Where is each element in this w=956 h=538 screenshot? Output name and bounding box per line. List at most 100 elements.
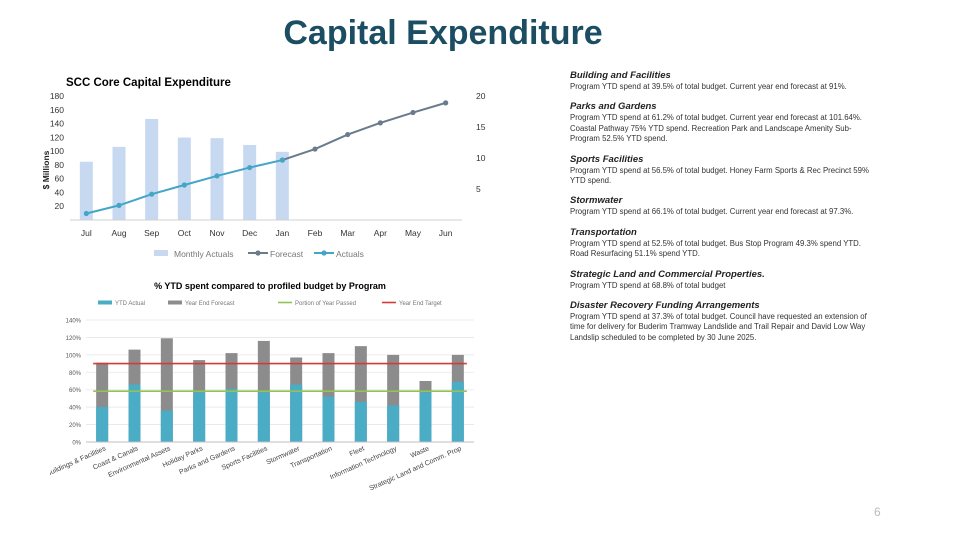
core-capex-chart: SCC Core Capital Expenditure $ Millions … <box>41 77 486 259</box>
x-tick-label: Aug <box>111 228 126 238</box>
series-line <box>282 101 446 162</box>
series-point <box>214 173 220 179</box>
y2-tick-label: 10 <box>476 153 486 163</box>
note-body: Program YTD spend at 66.1% of total budg… <box>570 207 854 217</box>
note-body: Program YTD spend at 68.8% of total budg… <box>570 280 726 290</box>
x-tick-label: Waste <box>410 445 431 459</box>
legend-marker <box>255 250 261 256</box>
y-tick-label: 180 <box>50 91 64 101</box>
note-title: Transportation <box>570 226 637 238</box>
y-tick-label: 20 <box>55 201 65 211</box>
x-tick-label: Parks and Gardens <box>178 445 236 476</box>
series-point <box>279 157 285 163</box>
chart-grid <box>86 319 474 443</box>
legend-label: Actuals <box>336 249 364 259</box>
series-point <box>410 109 416 116</box>
x-tick-label: Mar <box>340 228 355 238</box>
y-tick-label: 60% <box>69 388 82 394</box>
x-tick-label: Dec <box>242 228 258 238</box>
ytd-actual-bar <box>128 384 141 442</box>
monthly-actual-bar <box>243 144 257 220</box>
note-body: Program YTD spend at 52.5% of total budg… <box>570 238 861 259</box>
note-title: Strategic Land and Commercial Properties… <box>570 268 765 280</box>
legend-label: Portion of Year Passed <box>295 301 356 307</box>
y2-tick-label: 5 <box>476 184 481 194</box>
x-tick-label: Fleet <box>349 445 366 458</box>
y-tick-label: 0% <box>72 441 81 447</box>
y-tick-label: 100 <box>50 146 64 156</box>
monthly-actual-bar <box>112 146 126 220</box>
note-body: Program YTD spend at 37.3% of total budg… <box>570 312 867 342</box>
ytd-actual-bar <box>387 405 400 442</box>
monthly-actual-bar <box>210 138 224 220</box>
chart-legend: YTD Actual Year End Forecast Portion of Ye… <box>98 300 442 307</box>
ytd-actual-bar <box>419 392 432 442</box>
legend-label: YTD Actual <box>115 301 145 307</box>
monthly-actual-bar <box>177 137 191 220</box>
legend-label: Year End Target <box>399 301 442 307</box>
x-tick-label: Sep <box>144 228 159 238</box>
x-tick-label: Apr <box>374 228 387 238</box>
note-title: Disaster Recovery Funding Arrangements <box>570 300 760 312</box>
series-point <box>149 191 155 197</box>
x-tick-label: Nov <box>209 228 225 238</box>
y-tick-label: 160 <box>50 105 64 115</box>
series-point <box>312 146 318 152</box>
series-point <box>247 164 253 171</box>
ytd-actual-bar <box>451 381 464 442</box>
series-point <box>83 210 89 217</box>
program-bars <box>96 338 464 442</box>
series-point <box>443 100 449 106</box>
y-axis-label: $ Millions <box>41 150 51 189</box>
note-title: Building and Facilities <box>570 70 671 81</box>
series-point <box>377 120 383 126</box>
ytd-actual-bar <box>322 396 335 442</box>
y-tick-label: 40% <box>69 406 82 412</box>
x-tick-label: Jun <box>439 228 453 238</box>
page-title: Capital Expenditure <box>283 14 603 52</box>
ytd-actual-bar <box>225 388 238 442</box>
ytd-actual-bar <box>290 384 303 442</box>
note-body: Program YTD spend at 39.5% of total budg… <box>570 82 847 91</box>
legend-label: Forecast <box>270 249 304 259</box>
reference-lines <box>93 362 467 392</box>
ytd-actual-bar <box>257 392 270 442</box>
y-tick-label: 140% <box>66 319 82 325</box>
legend-label: Monthly Actuals <box>174 249 234 259</box>
legend-label: Year End Forecast <box>185 301 235 307</box>
chart-lines <box>83 100 449 217</box>
series-point <box>116 202 122 208</box>
ytd-actual-bar <box>354 401 367 442</box>
legend-marker <box>321 250 327 256</box>
chart-title: % YTD spent compared to profiled budget … <box>154 281 386 291</box>
note-title: Stormwater <box>570 195 623 207</box>
y-tick-label: 100% <box>66 353 82 359</box>
legend-swatch <box>98 300 112 305</box>
y-tick-label: 120% <box>66 336 82 342</box>
x-tick-label: Oct <box>178 228 192 238</box>
ytd-actual-bar <box>96 407 109 442</box>
note-title: Parks and Gardens <box>570 101 657 113</box>
ytd-actual-bar <box>160 410 173 442</box>
y-tick-label: 60 <box>55 174 65 184</box>
y2-tick-label: 15 <box>476 122 486 132</box>
x-tick-label: May <box>405 228 422 238</box>
legend-swatch <box>168 300 182 305</box>
y2-tick-label: 20 <box>476 91 486 101</box>
x-tick-label: Jan <box>275 228 289 238</box>
monthly-actual-bar <box>145 118 159 220</box>
note-title: Sports Facilities <box>570 153 644 165</box>
chart-title: SCC Core Capital Expenditure <box>66 77 231 89</box>
page-number: 6 <box>874 505 881 519</box>
ytd-program-chart: % YTD spent compared to profiled budget … <box>50 281 474 493</box>
y-tick-label: 140 <box>50 119 64 129</box>
y-tick-label: 120 <box>50 132 64 142</box>
chart-legend: Monthly Actuals Forecast Actuals <box>154 249 364 259</box>
